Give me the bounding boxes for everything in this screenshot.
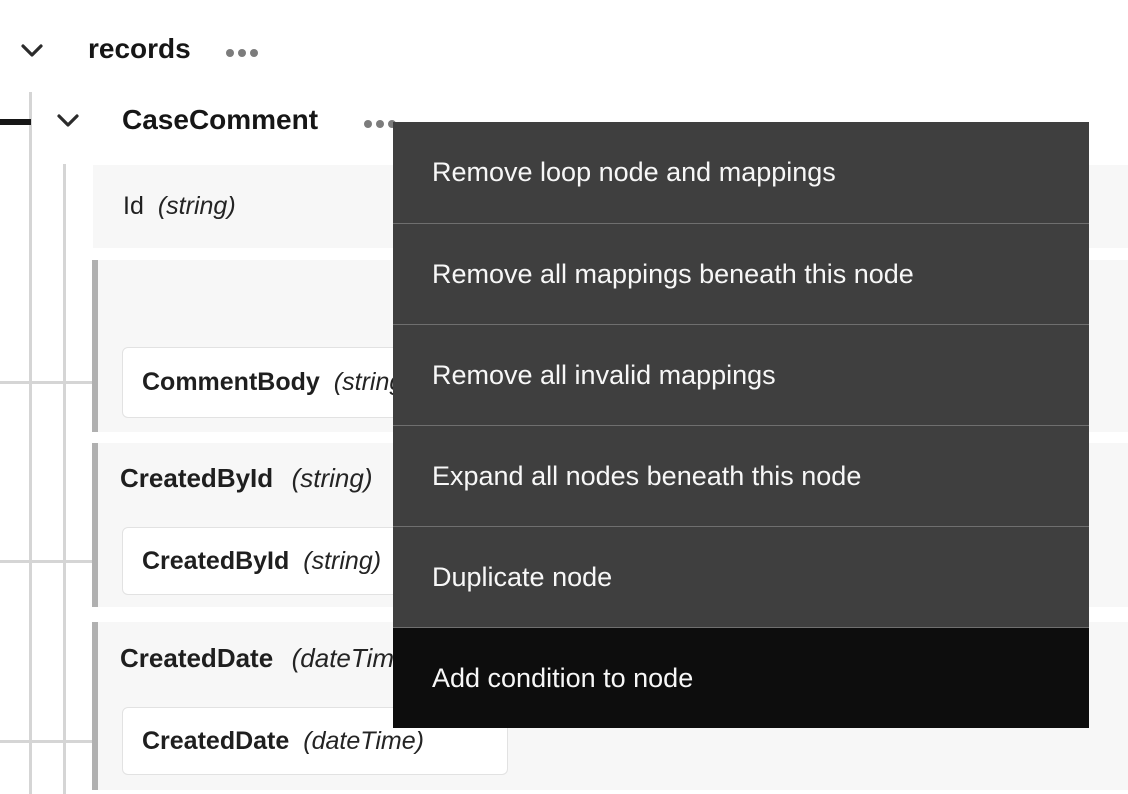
field-type: (dateTime) <box>303 726 424 755</box>
field-name: CreatedById <box>120 463 274 493</box>
group-accent-bar <box>92 260 98 432</box>
root-node-label: records <box>88 33 191 64</box>
menu-item-remove-invalid-mappings[interactable]: Remove all invalid mappings <box>393 324 1089 425</box>
node-context-menu: Remove loop node and mappings Remove all… <box>393 122 1089 728</box>
mapping-line-commentbody <box>0 381 96 384</box>
mapping-line-createdbyid <box>0 560 96 563</box>
casecomment-menu-button[interactable] <box>360 116 400 132</box>
tree-line-vertical-child <box>63 164 66 794</box>
dot <box>250 49 258 57</box>
menu-item-remove-all-mappings[interactable]: Remove all mappings beneath this node <box>393 223 1089 324</box>
field-type: (string) <box>157 192 236 220</box>
dot <box>376 120 384 128</box>
menu-item-remove-loop-node[interactable]: Remove loop node and mappings <box>432 157 836 187</box>
menu-item-expand-all-nodes[interactable]: Expand all nodes beneath this node <box>393 425 1089 526</box>
dot <box>364 120 372 128</box>
loop-node-label: CaseComment <box>122 104 319 135</box>
field-name: CreatedById <box>142 546 290 575</box>
chevron-down-icon[interactable] <box>56 111 80 129</box>
dot <box>388 120 396 128</box>
field-name: Id <box>123 192 144 220</box>
group-accent-bar <box>92 622 98 790</box>
field-type: (string) <box>291 463 373 493</box>
menu-item-duplicate-node[interactable]: Duplicate node <box>393 526 1089 627</box>
dot <box>238 49 246 57</box>
mapping-line-createddate <box>0 740 96 743</box>
field-type: (string) <box>303 546 382 575</box>
chevron-down-icon[interactable] <box>20 41 44 59</box>
menu-item-add-condition[interactable]: Add condition to node <box>393 627 1089 728</box>
field-name: CreatedDate <box>120 643 274 673</box>
dot <box>226 49 234 57</box>
records-menu-button[interactable] <box>222 45 262 61</box>
field-row-createddate: CreatedDate (dateTime) <box>120 643 417 674</box>
loop-mapping-connector <box>0 119 31 125</box>
field-name: CommentBody <box>142 368 320 396</box>
field-name: CreatedDate <box>142 726 290 755</box>
tree-line-vertical-root <box>29 92 32 794</box>
group-accent-bar <box>92 443 98 607</box>
field-row-createdbyid: CreatedById (string) <box>120 463 373 494</box>
